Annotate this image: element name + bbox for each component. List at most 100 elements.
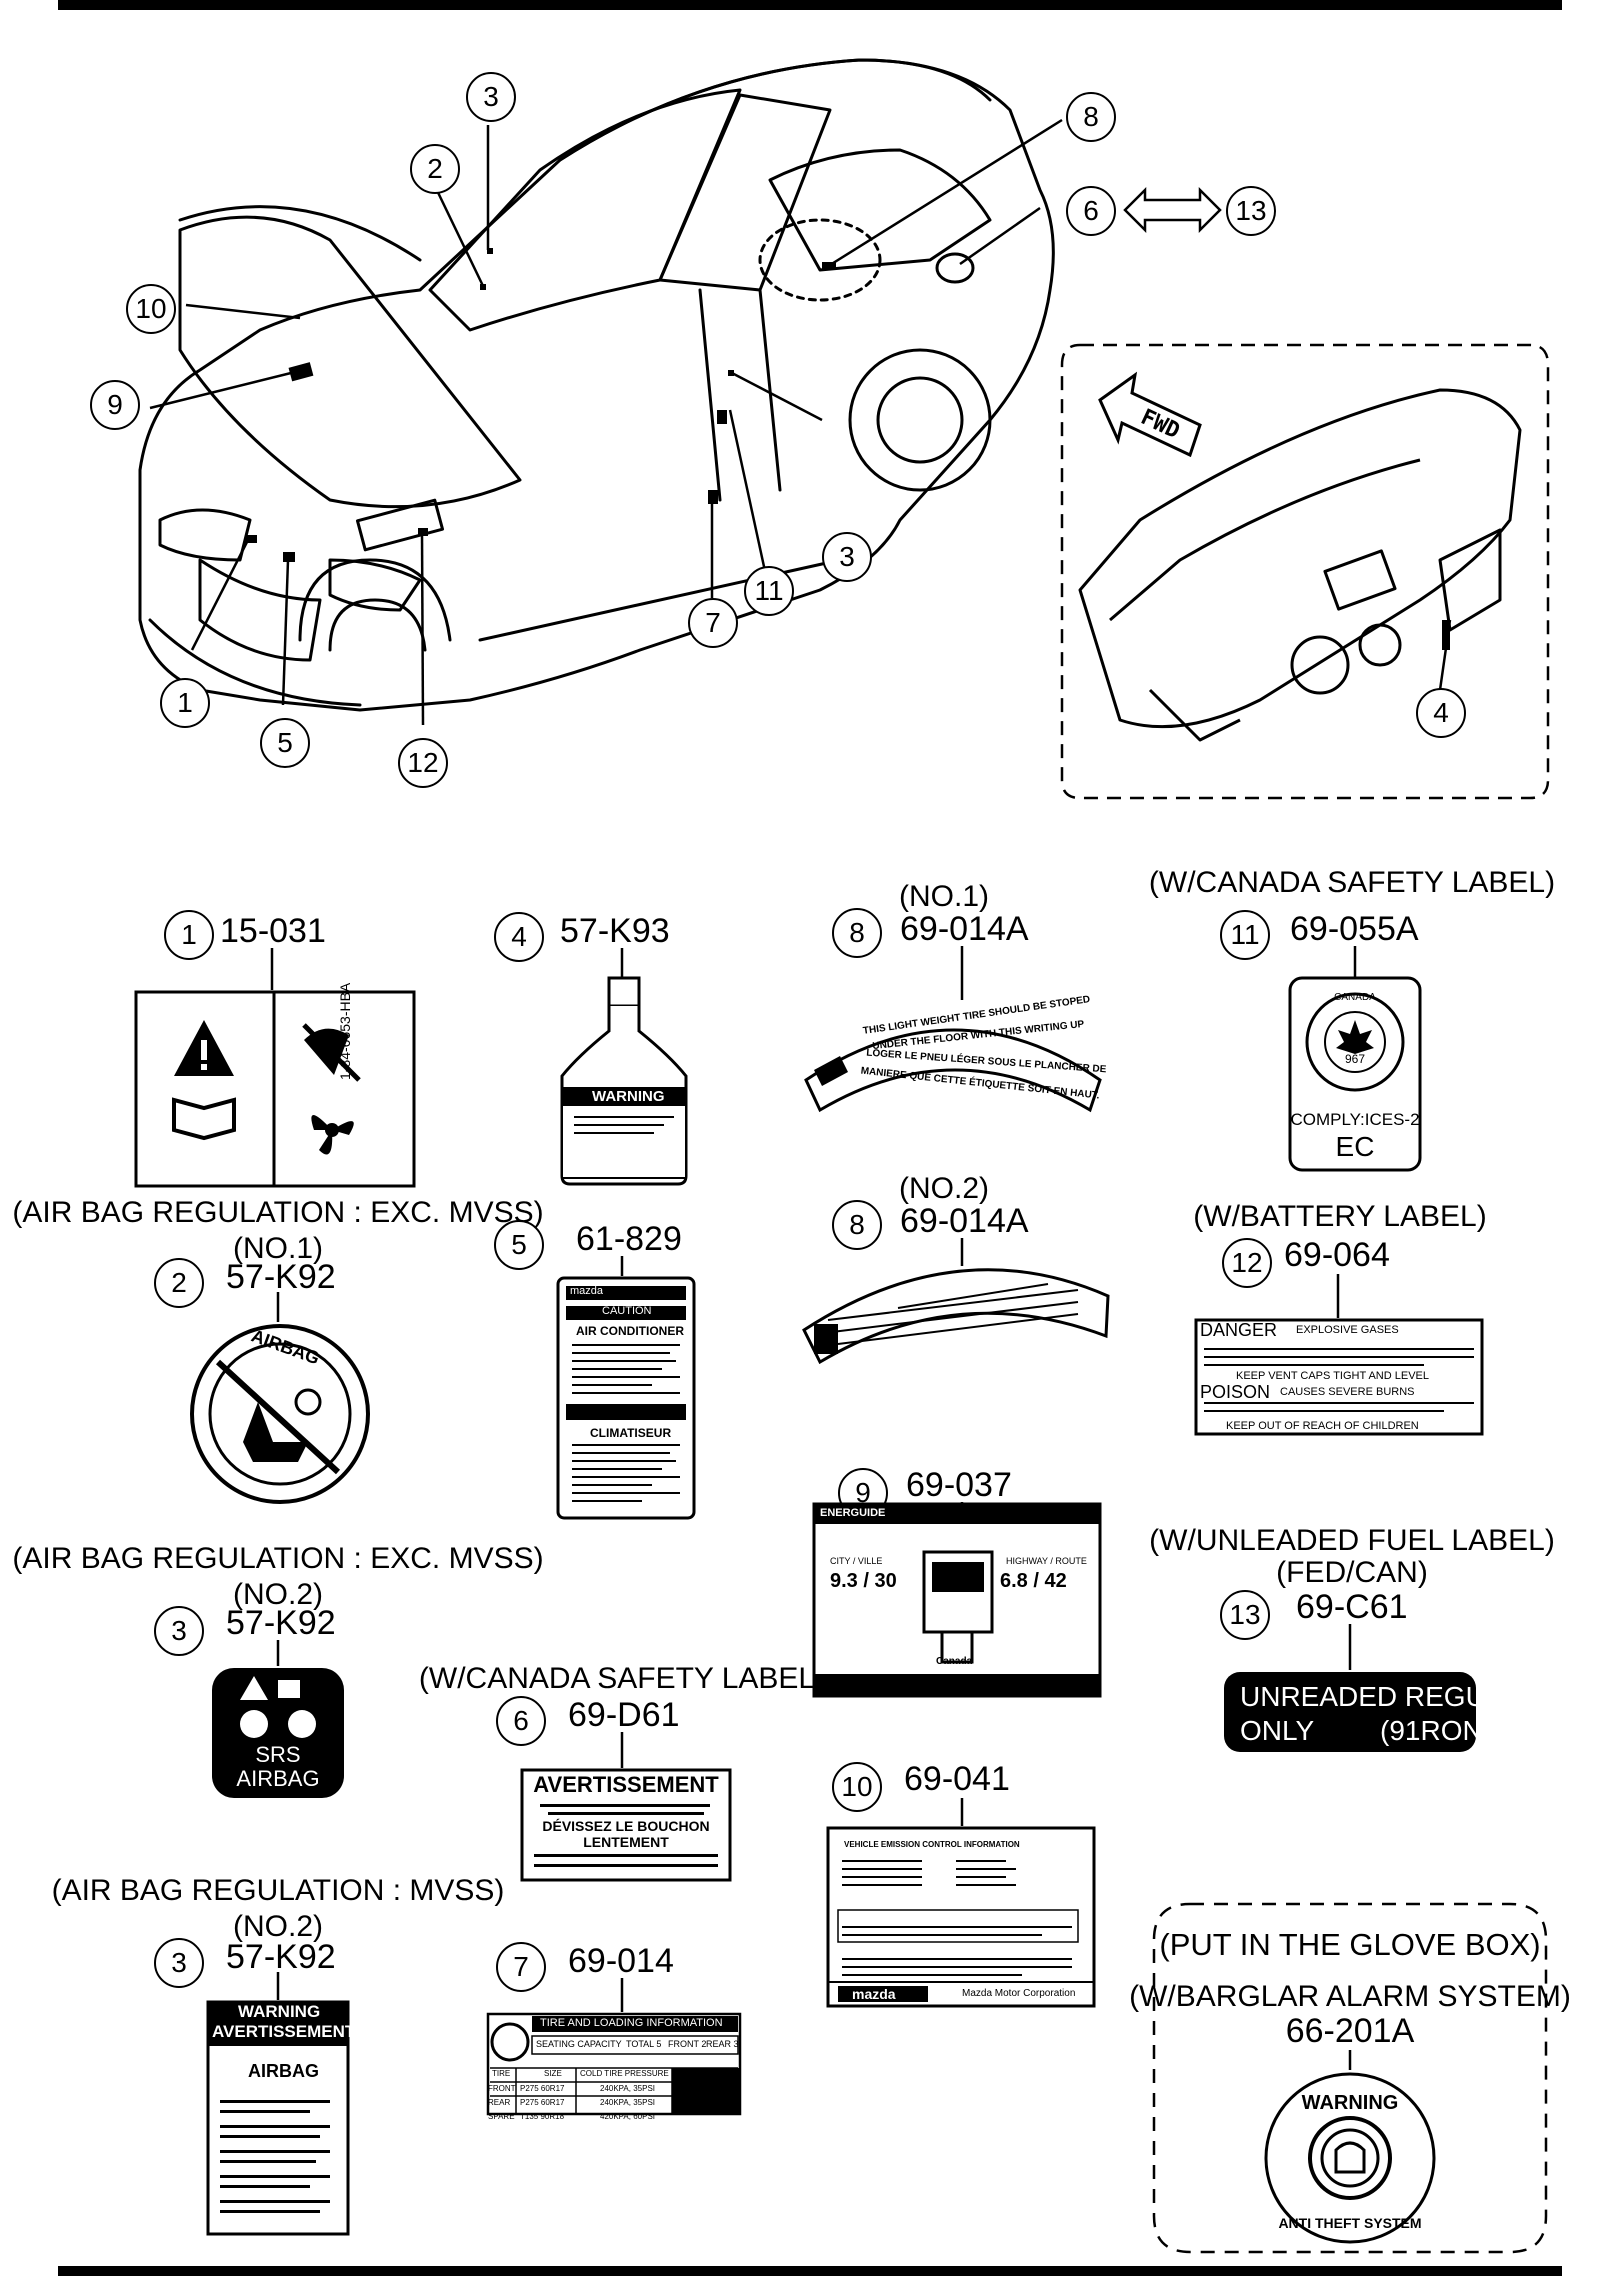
callout-10: 10 — [126, 284, 176, 334]
part-12-danger: DANGER — [1200, 1320, 1278, 1340]
car-body-outline — [138, 58, 1055, 712]
part-12-vent: KEEP VENT CAPS TIGHT AND LEVEL — [1236, 1370, 1429, 1382]
part-8a-callout: 8 — [832, 908, 882, 958]
part-12-poison-sub: CAUSES SEVERE BURNS — [1280, 1386, 1415, 1398]
part-7-total: TOTAL 5 — [626, 2039, 662, 2049]
part-8b-number: 69-014A — [900, 1202, 1029, 1240]
part-7-row-1-pos: FRONT — [488, 2084, 516, 2093]
part-5-heading2: CLIMATISEUR — [590, 1426, 672, 1440]
part-3b-head1: WARNING — [238, 2002, 321, 2021]
part-8b-curved-label — [802, 1268, 1110, 1364]
part-7-col-tire: TIRE — [492, 2069, 511, 2078]
part-11-callout: 11 — [1220, 910, 1270, 960]
part-2-note: (NO.1) — [233, 1232, 323, 1265]
side-window-rear — [768, 148, 992, 272]
part-10-emission-label — [826, 1826, 1096, 2008]
dashboard-inset-border — [1060, 343, 1550, 800]
part-13-number: 69-C61 — [1296, 1588, 1408, 1626]
part-4-number: 57-K93 — [560, 912, 670, 950]
spare-tire-area — [758, 218, 882, 302]
part-11-number: 69-055A — [1290, 910, 1419, 948]
part-4-callout: 4 — [494, 912, 544, 962]
part-7-number: 69-014 — [568, 1942, 674, 1980]
part-9-hwy: HIGHWAY / ROUTE — [1006, 1556, 1087, 1566]
part-12-battery-label — [1194, 1318, 1484, 1436]
headlight-right — [328, 558, 422, 612]
part-7-row-2-size: P275 60R17 — [520, 2098, 565, 2107]
part-2-number: 57-K92 — [226, 1258, 336, 1296]
part-5-brand: mazda — [570, 1285, 604, 1297]
part-6-number: 69-D61 — [568, 1696, 680, 1734]
bumper — [148, 618, 362, 707]
part-8b-note: (NO.2) — [899, 1172, 989, 1205]
part-9-city: CITY / VILLE — [830, 1556, 883, 1566]
part-3b-note: (NO.2) — [233, 1910, 323, 1943]
part-7-row-3-size: T135 90R18 — [520, 2112, 565, 2121]
fwd-arrow-icon — [1098, 371, 1202, 458]
part-5-caution: CAUTION — [602, 1305, 652, 1317]
part-4-bottle-label — [560, 976, 688, 1186]
part-3a-number: 57-K92 — [226, 1604, 336, 1642]
part-13-fuel-label — [1224, 1672, 1476, 1752]
top-rule — [58, 0, 1562, 10]
part-7-tire-label — [486, 2012, 742, 2116]
headlight-left — [158, 508, 252, 562]
glove-box-location: (PUT IN THE GLOVE BOX) — [1159, 1927, 1541, 1962]
glove-box-condition: (W/BARGLAR ALARM SYSTEM) — [1129, 1980, 1571, 2013]
part-8a-number: 69-014A — [900, 910, 1029, 948]
part-13-line2a: ONLY — [1240, 1715, 1315, 1746]
part-13-line1: UNREADED REGUALR — [1240, 1681, 1541, 1712]
part-5-number: 61-829 — [576, 1220, 682, 1258]
callout-6: 6 — [1066, 186, 1116, 236]
part-7-row-2-press: 240KPA, 35PSI — [600, 2098, 655, 2107]
part-7-front: FRONT 2 — [668, 2039, 707, 2049]
part-12-children: KEEP OUT OF REACH OF CHILDREN — [1226, 1420, 1419, 1432]
part-9-hwy-val: 6.8 / 42 — [1000, 1570, 1067, 1592]
callout-11: 11 — [744, 566, 794, 616]
callout-3-door: 3 — [822, 532, 872, 582]
part-8a-curved-label — [804, 1028, 1102, 1113]
part-12-condition: (W/BATTERY LABEL) — [1193, 1200, 1487, 1233]
part-3b-callout: 3 — [154, 1938, 204, 1988]
part-12-number: 69-064 — [1284, 1236, 1390, 1274]
part-10-brand2: Mazda Motor Corporation — [962, 1988, 1076, 1999]
part-6-condition: (W/CANADA SAFETY LABEL) — [418, 1662, 826, 1695]
part-10-callout: 10 — [832, 1762, 882, 1812]
part-11-canada-word: CANADA — [1334, 992, 1376, 1003]
part-8a-note: (NO.1) — [899, 880, 989, 913]
part-2-callout: 2 — [154, 1258, 204, 1308]
part-7-row-3-press: 420KPA, 60PSI — [600, 2112, 655, 2121]
part-12-danger-sub: EXPLOSIVE GASES — [1296, 1324, 1399, 1336]
part-7-rear: REAR 3 — [706, 2039, 739, 2049]
part-9-energuide-label — [812, 1502, 1102, 1698]
part-6-line2: DÉVISSEZ LE BOUCHON — [542, 1818, 710, 1834]
part-5-ac-label — [556, 1276, 696, 1520]
callout-4: 4 — [1416, 688, 1466, 738]
part-5-heading: AIR CONDITIONER — [576, 1324, 684, 1338]
part-13-line2b: (91RON) — [1380, 1715, 1493, 1746]
part-9-brand: ENERGUIDE — [820, 1507, 886, 1519]
door-line-2 — [758, 288, 782, 492]
part-7-col-size: SIZE — [544, 2069, 562, 2078]
callout-5: 5 — [260, 718, 310, 768]
part-3b-warning-label — [206, 2000, 350, 2236]
dashboard-top — [1078, 388, 1522, 729]
part-2-airbag-badge — [190, 1324, 370, 1504]
door-line-1 — [698, 288, 722, 502]
callout-3-top: 3 — [466, 72, 516, 122]
callout-9: 9 — [90, 380, 140, 430]
part-3b-head2: AVERTISSEMENT — [212, 2022, 356, 2041]
callout-8: 8 — [1066, 92, 1116, 142]
part-11-comply: COMPLY:ICES-2 — [1290, 1110, 1420, 1129]
part-9-number: 69-037 — [906, 1466, 1012, 1504]
part-4-label-text: WARNING — [592, 1088, 665, 1105]
part-66-theft-badge — [1264, 2072, 1436, 2244]
part-3a-callout: 3 — [154, 1606, 204, 1656]
part-13-condition2: (FED/CAN) — [1276, 1556, 1428, 1589]
part-5-callout: 5 — [494, 1220, 544, 1270]
part-12-poison: POISON — [1200, 1382, 1271, 1402]
part-10-title: VEHICLE EMISSION CONTROL INFORMATION — [844, 1840, 1020, 1849]
part-7-row-2-pos: REAR — [488, 2098, 511, 2107]
